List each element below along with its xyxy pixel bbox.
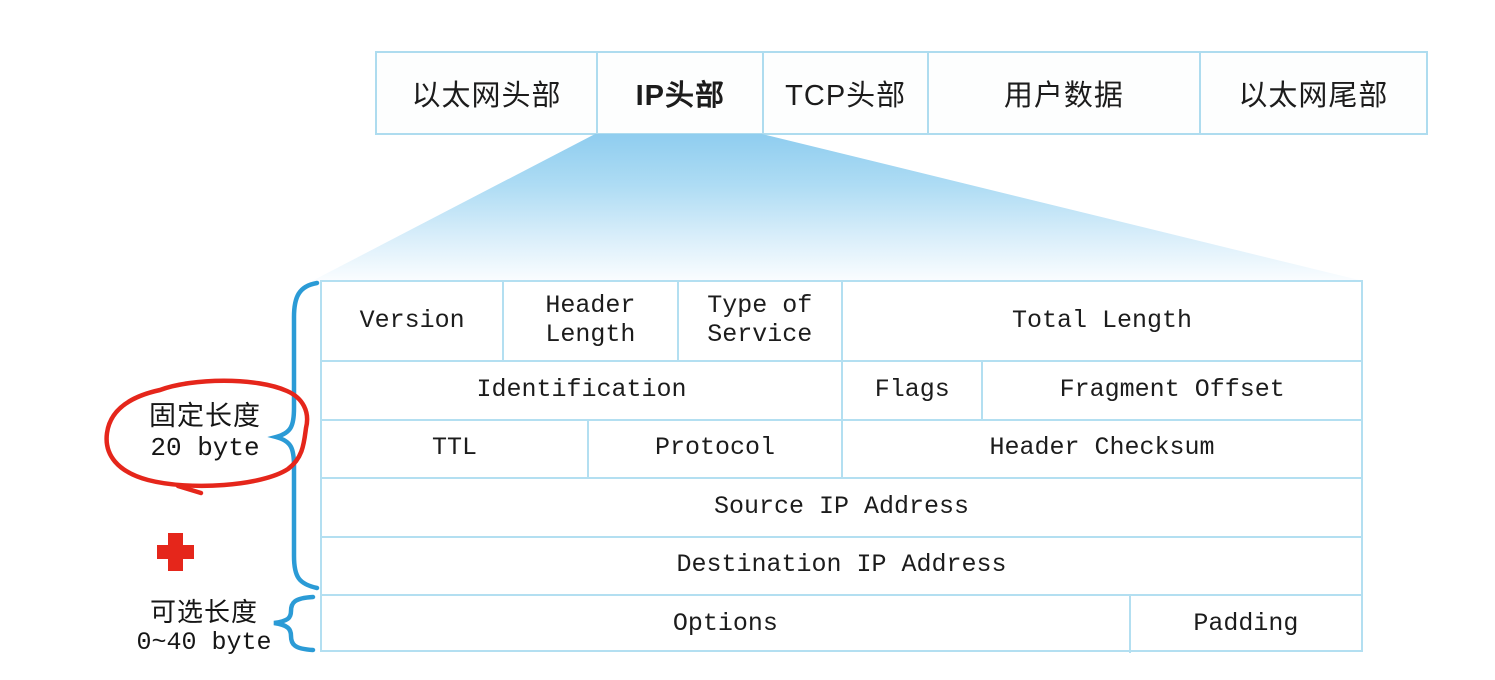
optional-length-text-cn: 可选长度 xyxy=(149,597,258,627)
field-flags: Flags xyxy=(840,362,981,419)
fixed-length-text-cn: 固定长度 xyxy=(149,401,261,431)
optional-length-label: 可选长度 0~40 byte xyxy=(92,597,316,657)
packet-bar-label: 以太网头部 xyxy=(411,80,562,112)
field-type-of-service: Type of Service xyxy=(676,282,841,360)
field-header-length: Header Length xyxy=(502,282,676,360)
table-row: Destination IP Address xyxy=(322,535,1361,595)
field-destination-ip-address: Destination IP Address xyxy=(676,550,1007,580)
field-identification: Identification xyxy=(476,374,687,404)
field-options: Options xyxy=(672,608,778,638)
fixed-length-label: 固定长度 20 byte xyxy=(98,400,312,464)
table-row: Version Header Length Type of Service To… xyxy=(322,282,1361,360)
packet-bar-cell-ip-header: IP头部 xyxy=(596,53,762,133)
field-padding: Padding xyxy=(1128,596,1361,653)
expansion-funnel xyxy=(312,134,1363,281)
packet-bar-cell-user-data: 用户数据 xyxy=(926,53,1199,133)
field-header-checksum: Header Checksum xyxy=(840,420,1361,477)
packet-bar-cell-ethernet-trailer: 以太网尾部 xyxy=(1198,53,1426,133)
field-source-ip-address: Source IP Address xyxy=(713,491,970,521)
table-row: Identification Flags Fragment Offset xyxy=(322,360,1361,419)
packet-bar-cell-tcp-header: TCP头部 xyxy=(762,53,926,133)
table-row: Source IP Address xyxy=(322,477,1361,536)
field-total-length: Total Length xyxy=(840,282,1361,360)
red-plus-icon xyxy=(157,533,194,571)
packet-bar-label: TCP头部 xyxy=(785,80,907,112)
packet-bar-label: 用户数据 xyxy=(1003,80,1124,112)
ip-header-table: Version Header Length Type of Service To… xyxy=(320,280,1363,653)
table-row: Options Padding xyxy=(322,594,1361,653)
table-row: TTL Protocol Header Checksum xyxy=(322,418,1361,477)
field-version: Version xyxy=(359,305,465,335)
packet-bar-label: IP头部 xyxy=(635,80,725,112)
optional-length-text-bytes: 0~40 byte xyxy=(136,628,272,657)
field-fragment-offset: Fragment Offset xyxy=(981,362,1361,419)
packet-bar: 以太网头部 IP头部 TCP头部 用户数据 以太网尾部 xyxy=(375,51,1428,135)
packet-bar-cell-ethernet-header: 以太网头部 xyxy=(377,53,596,133)
red-circle-tail xyxy=(175,483,204,496)
fixed-length-text-bytes: 20 byte xyxy=(150,433,260,463)
packet-bar-label: 以太网尾部 xyxy=(1238,80,1389,112)
field-protocol: Protocol xyxy=(586,420,841,477)
field-ttl: TTL xyxy=(431,433,477,463)
